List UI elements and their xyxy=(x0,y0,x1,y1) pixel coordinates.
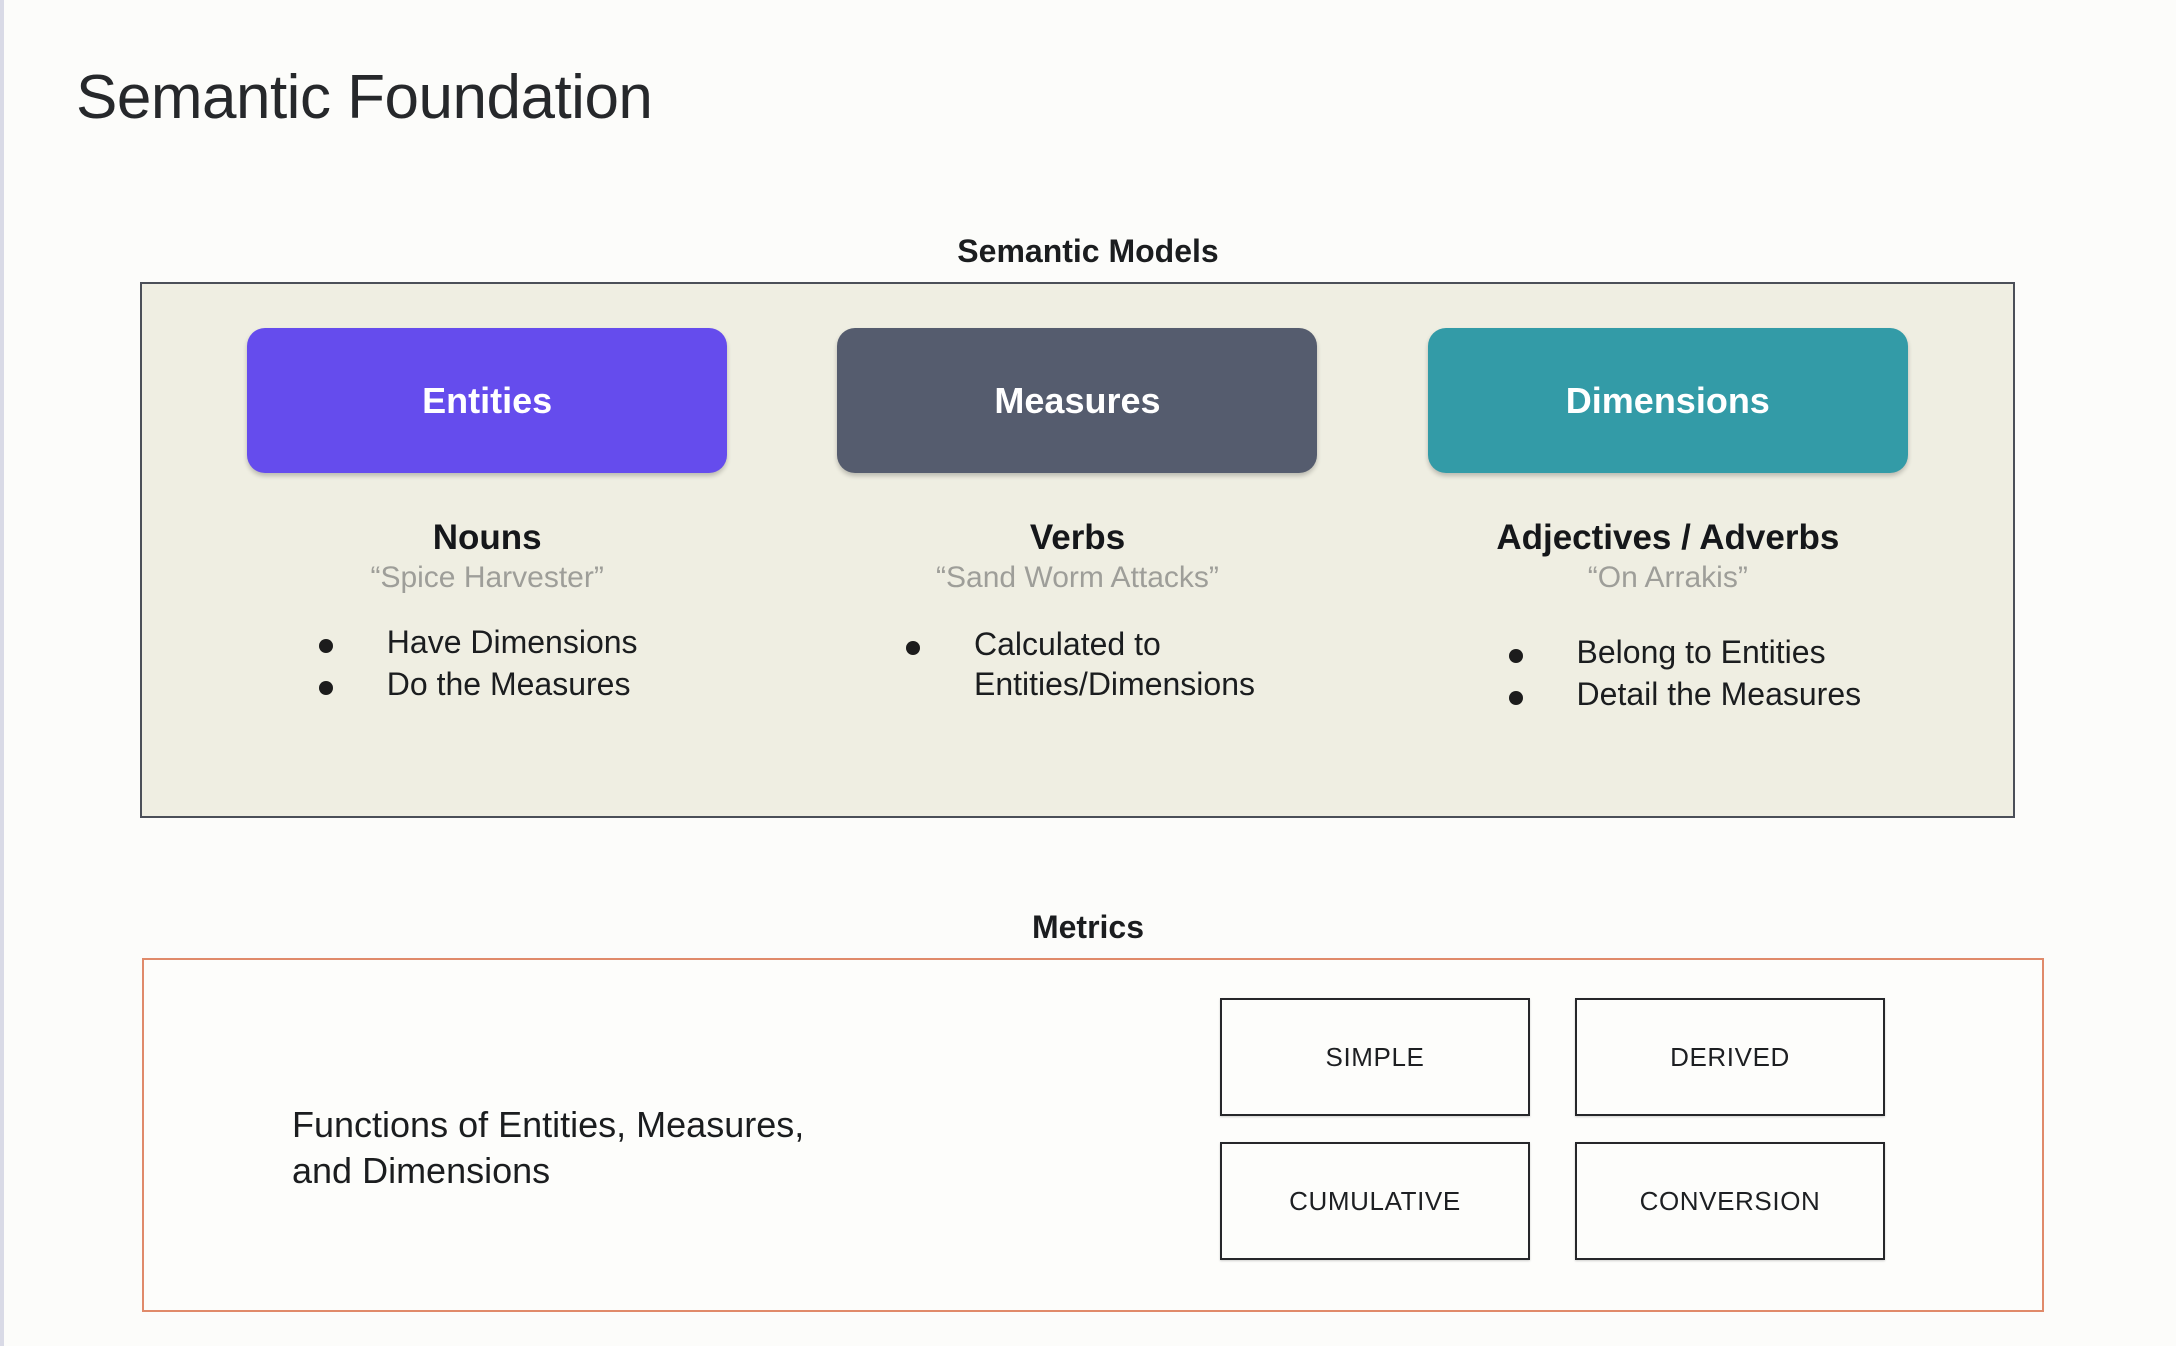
entities-chip[interactable]: Entities xyxy=(247,328,728,473)
measures-bullet-list: Calculated to Entities/Dimensions xyxy=(905,625,1255,704)
left-edge-strip xyxy=(0,0,4,1346)
metrics-description: Functions of Entities, Measures, and Dim… xyxy=(292,1104,805,1192)
entities-part-of-speech: Nouns xyxy=(432,518,542,557)
dimensions-example: “On Arrakis” xyxy=(1587,561,1748,594)
page-title: Semantic Foundation xyxy=(76,63,653,132)
entities-bullet-list: Have Dimensions Do the Measures xyxy=(318,623,638,705)
dimensions-chip[interactable]: Dimensions xyxy=(1427,328,1908,473)
bullet-dot-icon xyxy=(318,639,333,653)
metric-type-conversion[interactable]: CONVERSION xyxy=(1575,1142,1885,1260)
semantic-model-column-measures: Measures Verbs “Sand Worm Attacks” Calcu… xyxy=(782,328,1372,816)
entities-example: “Spice Harvester” xyxy=(370,561,604,594)
dimensions-bullet-text: Belong to Entities xyxy=(1576,634,1826,670)
dimensions-bullet-list: Belong to Entities Detail the Measures xyxy=(1508,633,1862,715)
semantic-models-columns: Entities Nouns “Spice Harvester” Have Di… xyxy=(142,284,2013,816)
entities-bullet-text: Do the Measures xyxy=(386,665,631,702)
list-item: Detail the Measures xyxy=(1508,675,1862,715)
semantic-models-heading: Semantic Models xyxy=(957,233,1219,269)
entities-bullet-text: Have Dimensions xyxy=(386,624,638,660)
metric-type-simple[interactable]: SIMPLE xyxy=(1220,998,1530,1116)
measures-bullet-text: Calculated to Entities/Dimensions xyxy=(973,626,1255,702)
bullet-dot-icon xyxy=(1508,690,1523,705)
metric-type-derived[interactable]: DERIVED xyxy=(1575,998,1885,1116)
bullet-dot-icon xyxy=(1508,649,1523,663)
list-item: Do the Measures xyxy=(318,665,638,705)
list-item: Belong to Entities xyxy=(1508,633,1862,673)
dimensions-bullet-text: Detail the Measures xyxy=(1576,675,1862,712)
metrics-panel: Functions of Entities, Measures, and Dim… xyxy=(142,958,2044,1312)
measures-chip[interactable]: Measures xyxy=(837,328,1318,473)
list-item: Have Dimensions xyxy=(318,623,638,663)
semantic-model-column-dimensions: Dimensions Adjectives / Adverbs “On Arra… xyxy=(1373,328,1963,816)
measures-example: “Sand Worm Attacks” xyxy=(936,561,1219,594)
dimensions-part-of-speech: Adjectives / Adverbs xyxy=(1496,518,1840,557)
semantic-models-panel: Entities Nouns “Spice Harvester” Have Di… xyxy=(140,282,2015,818)
measures-part-of-speech: Verbs xyxy=(1029,518,1126,557)
bullet-dot-icon xyxy=(905,641,920,655)
metric-type-cumulative[interactable]: CUMULATIVE xyxy=(1220,1142,1530,1260)
metric-type-grid: SIMPLE DERIVED CUMULATIVE CONVERSION xyxy=(1220,998,1885,1260)
metrics-heading: Metrics xyxy=(1031,909,1145,945)
list-item: Calculated to Entities/Dimensions xyxy=(905,625,1255,704)
semantic-model-column-entities: Entities Nouns “Spice Harvester” Have Di… xyxy=(192,328,782,816)
bullet-dot-icon xyxy=(318,680,333,695)
